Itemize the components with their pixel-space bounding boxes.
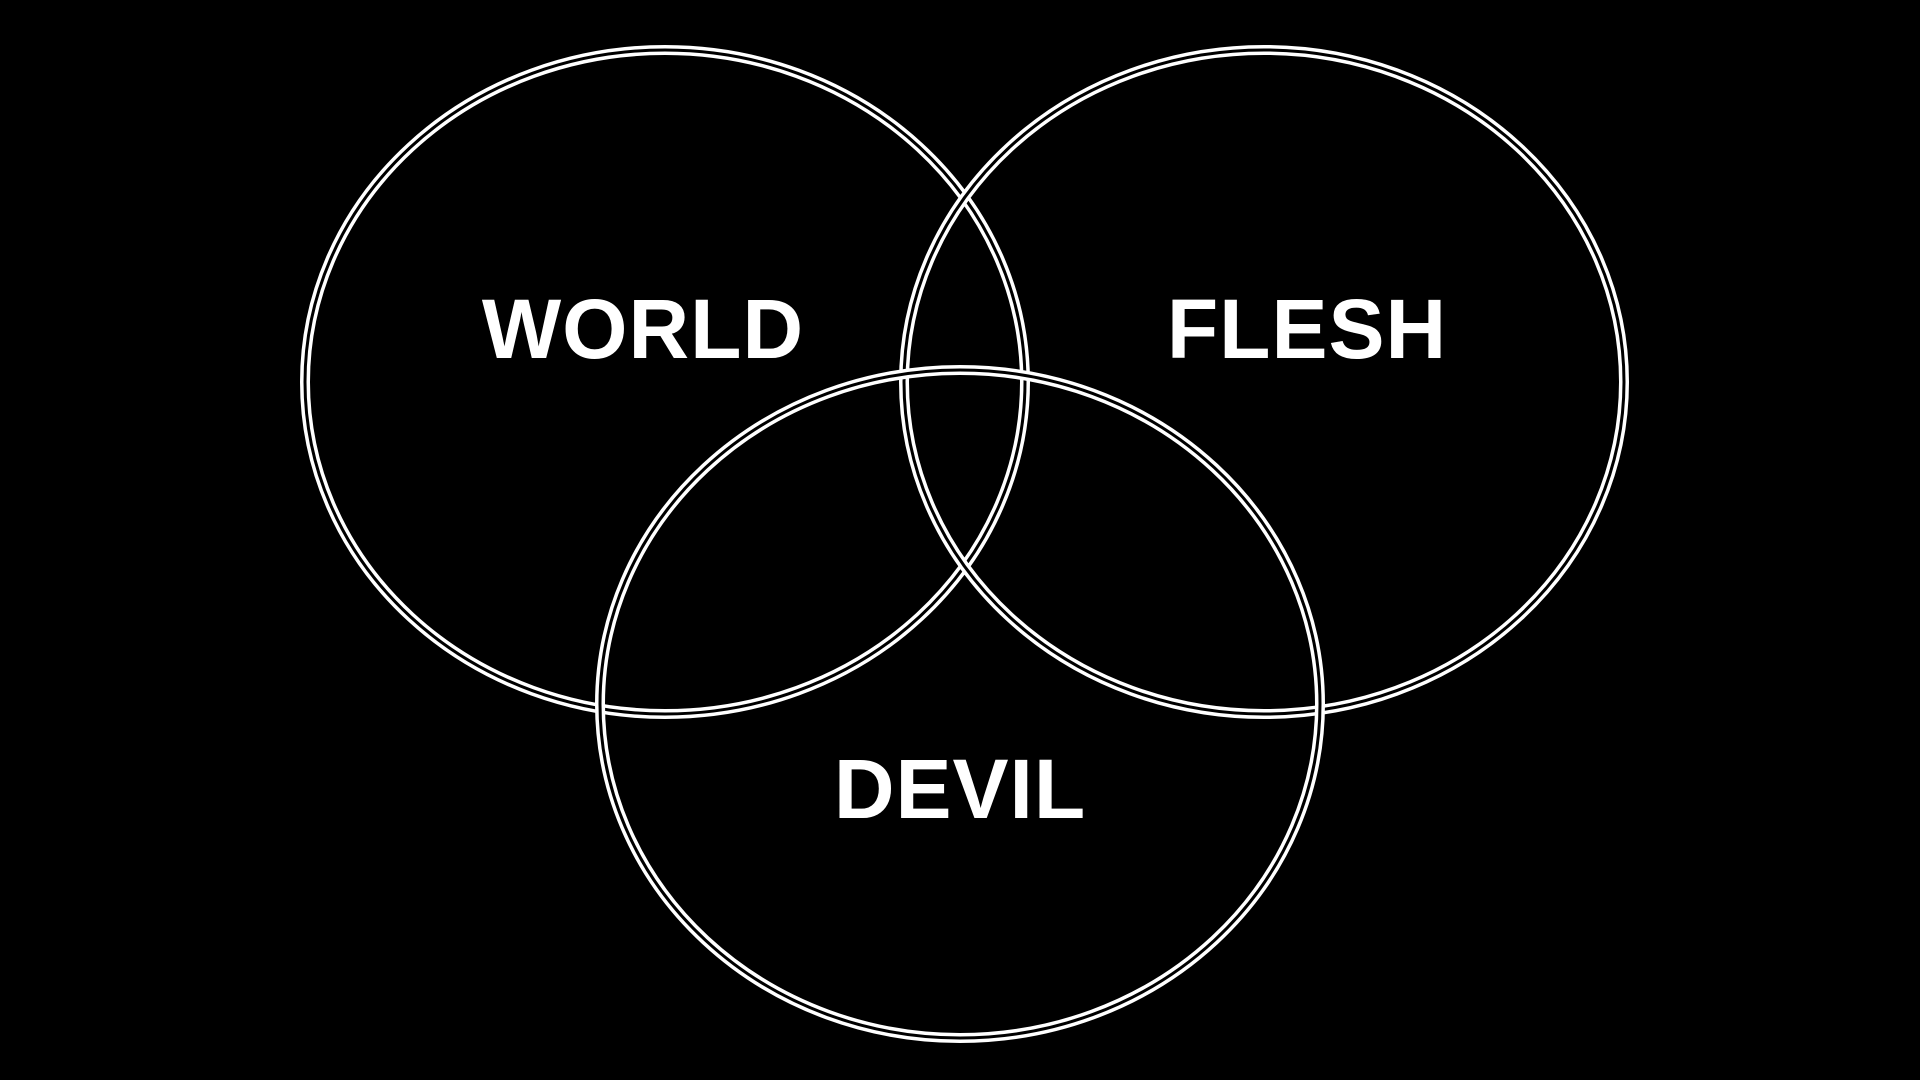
venn-set-devil xyxy=(595,365,1325,1043)
label-flesh: FLESH xyxy=(1167,282,1447,376)
venn-circle-world xyxy=(300,45,1030,719)
venn-circle-devil xyxy=(595,365,1325,1043)
venn-circle-flesh xyxy=(899,45,1629,719)
venn-circle-flesh-gap xyxy=(902,48,1626,716)
label-devil: DEVIL xyxy=(834,742,1086,836)
venn-set-world xyxy=(300,45,1030,719)
venn-circle-devil-gap xyxy=(598,368,1322,1040)
label-world: WORLD xyxy=(482,282,804,376)
venn-set-flesh xyxy=(899,45,1629,719)
venn-circle-world-gap xyxy=(303,48,1027,716)
